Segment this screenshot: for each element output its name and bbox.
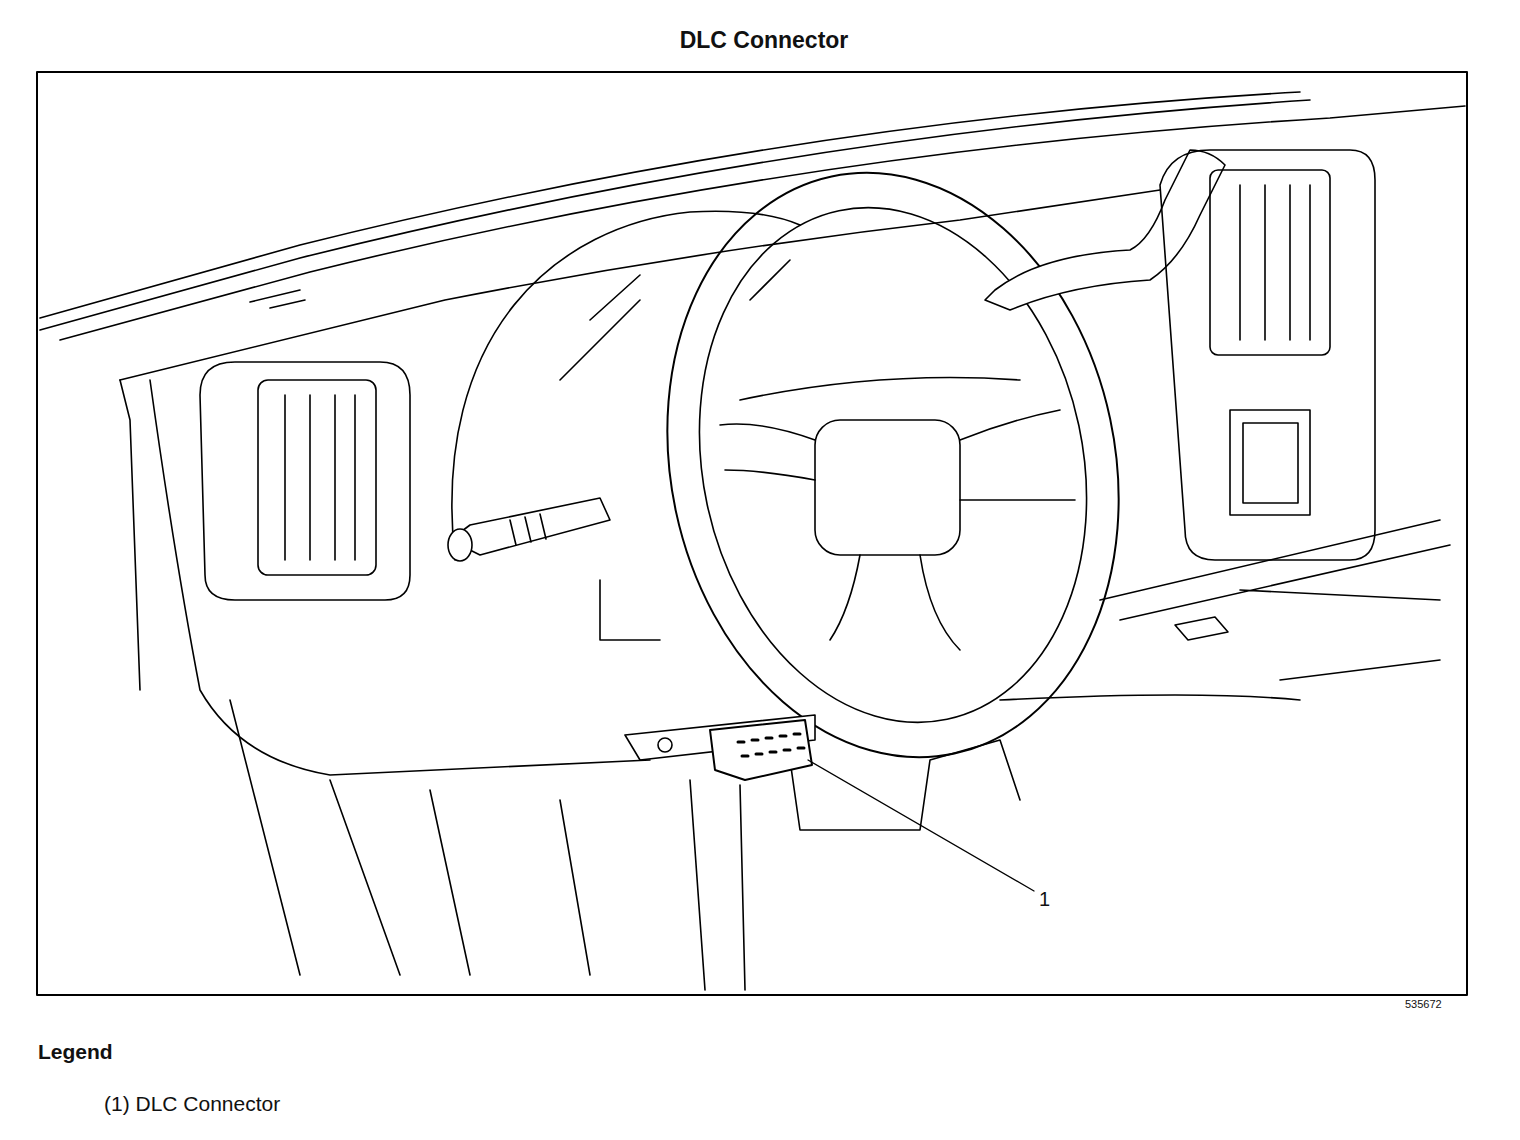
vent-louvers [1240,185,1310,340]
wheel-spoke [830,555,960,650]
figure-frame [37,72,1467,995]
cluster-glass [560,260,790,640]
switch [1243,423,1298,503]
bracket-screw [658,738,672,752]
callout-number-box: 1 [1039,887,1050,911]
wheel-spoke [720,424,815,480]
dash-top [60,106,1465,340]
wheel-hub [815,420,960,555]
legend-heading-box: Legend [38,1039,113,1064]
legend-entry: (1) DLC Connector [104,1092,280,1115]
steering-wheel-rim [615,130,1172,799]
vent-housing [1160,150,1375,560]
callout-number: 1 [1039,888,1050,910]
legend-entry-box: (1) DLC Connector [104,1091,280,1116]
windshield-edge [40,92,1300,318]
vent-louvers [285,395,355,560]
connector-pins [738,734,804,756]
steering-column [690,780,745,990]
cluster-hood [452,211,800,560]
figure-id: 535672 [1405,998,1442,1010]
wheel-spoke [960,410,1075,500]
figure-id-box: 535672 [1405,998,1442,1011]
lower-panel [230,700,590,975]
shift-lever [985,150,1225,310]
wheel-bar [740,378,1020,401]
defroster-slot [250,290,305,308]
air-vent [258,380,376,575]
air-vent [1210,170,1330,355]
stalk-knurl [510,514,546,545]
vent-housing [200,362,410,600]
diagram-title-box: DLC Connector [4,27,1520,55]
dash-left-panel [120,380,650,775]
dlc-connector [710,720,812,780]
dash-lower-edge [1100,520,1450,620]
legend-heading: Legend [38,1040,113,1063]
dash-tab [1175,617,1228,640]
switch-bezel [1230,410,1310,515]
stalk-end [448,529,472,561]
console-edge [1000,660,1440,700]
leader-line [808,760,1034,891]
diagram-title: DLC Connector [680,27,849,53]
turn-signal-stalk [450,498,610,555]
